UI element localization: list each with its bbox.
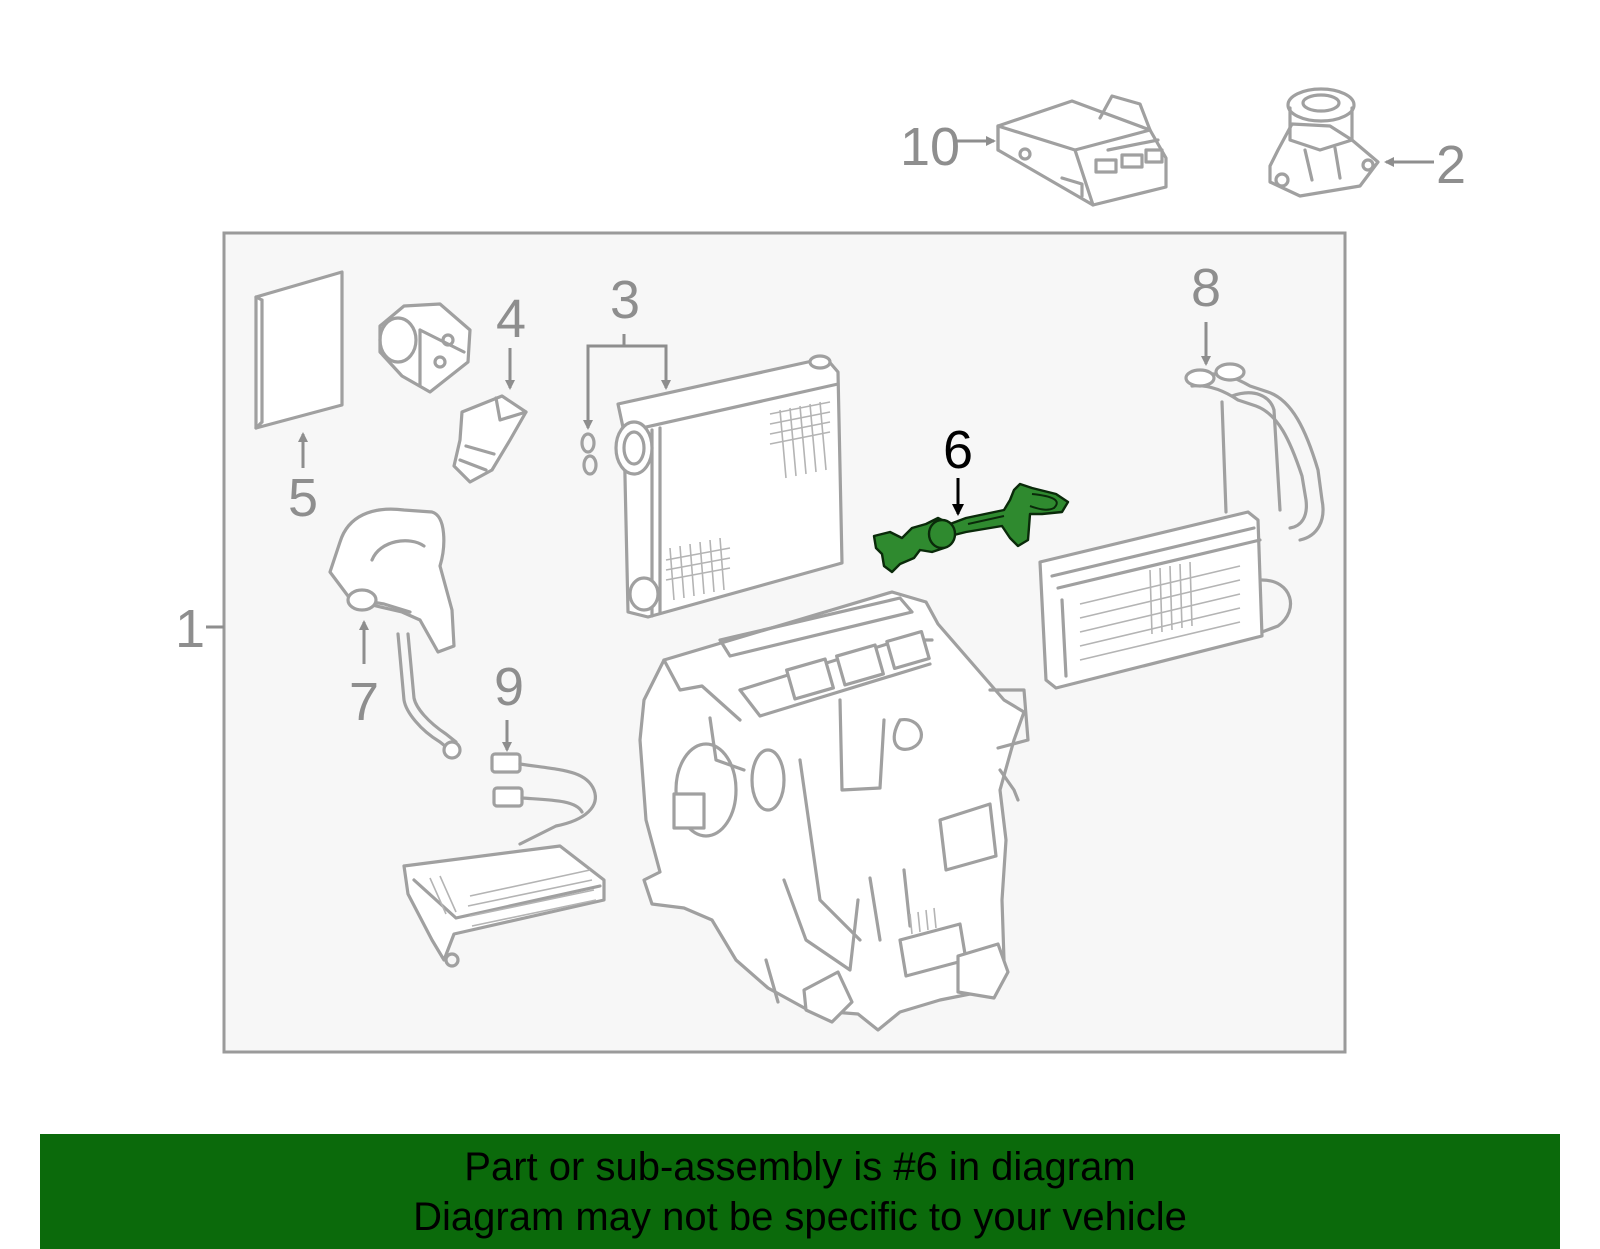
banner-line-1: Part or sub-assembly is #6 in diagram xyxy=(464,1144,1136,1189)
callout-5: 5 xyxy=(288,468,318,528)
actuator-part xyxy=(1268,87,1380,198)
callout-2: 2 xyxy=(1436,135,1466,195)
callout-3: 3 xyxy=(610,270,640,330)
pipe-part xyxy=(328,507,462,760)
callout-7: 7 xyxy=(349,672,379,732)
heater-core-part xyxy=(1038,362,1325,690)
filter-part xyxy=(254,270,344,430)
evaporator-part xyxy=(580,354,844,619)
callout-6: 6 xyxy=(943,420,973,480)
info-banner: Part or sub-assembly is #6 in diagram Di… xyxy=(40,1134,1560,1249)
part-6-harness-highlighted xyxy=(872,482,1070,574)
callout-8: 8 xyxy=(1191,258,1221,318)
expansion-valve-part xyxy=(452,394,528,484)
resistor-harness-part xyxy=(402,752,606,968)
callout-4: 4 xyxy=(496,289,526,349)
banner-line-2: Diagram may not be specific to your vehi… xyxy=(413,1194,1187,1239)
servo-part xyxy=(378,302,472,394)
callout-1: 1 xyxy=(175,599,205,659)
control-module-part xyxy=(996,94,1168,207)
leader-lines xyxy=(206,136,1434,752)
callout-10: 10 xyxy=(900,117,960,177)
hvac-case-part xyxy=(638,590,1030,1032)
callout-9: 9 xyxy=(494,657,524,717)
